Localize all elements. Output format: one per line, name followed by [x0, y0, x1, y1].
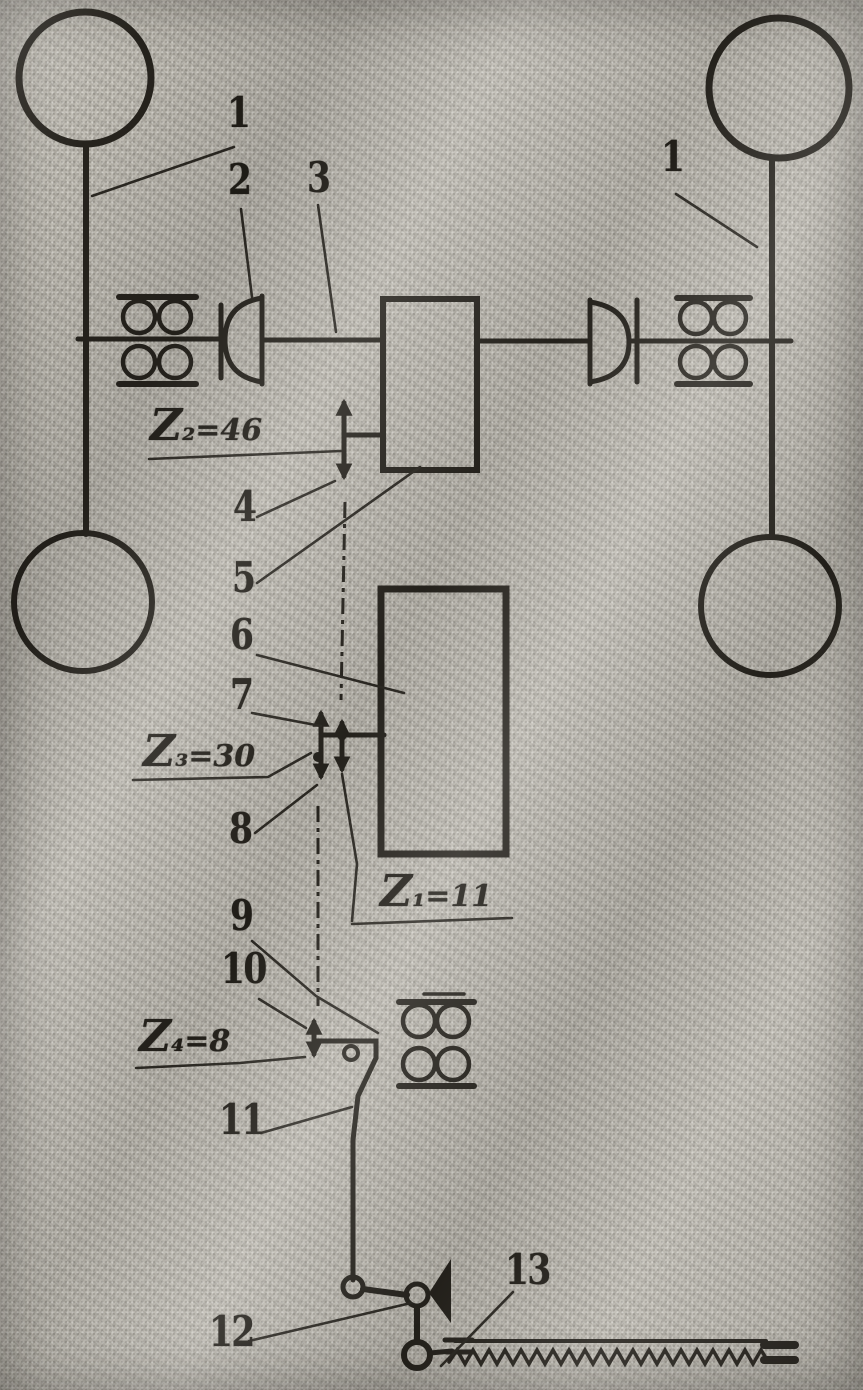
gear-z3-z1-arrows	[312, 709, 387, 781]
main-shaft	[75, 336, 794, 344]
gear-z2-arrow	[335, 398, 384, 481]
motor-housing	[377, 585, 510, 858]
gear-label-z3: Z₃=30	[143, 726, 256, 777]
bearing-block-bottom	[396, 992, 477, 1089]
wheel-front-right	[705, 14, 853, 162]
gear-label-leaders	[131, 449, 514, 1070]
cone-coupling-left	[218, 293, 265, 387]
gear-z4-arrow	[305, 1017, 379, 1062]
callout-10: 10	[221, 944, 267, 993]
bearing-block-left	[116, 294, 199, 387]
centerline-upper	[339, 501, 347, 701]
callout-leader-lines	[90, 145, 759, 1368]
callout-4: 4	[233, 482, 257, 531]
gear-label-z1: Z₁=11	[380, 866, 493, 917]
gear-label-z4: Z₄=8	[139, 1011, 231, 1062]
callout-5: 5	[232, 553, 256, 602]
crank-lever-assembly	[340, 1259, 455, 1371]
callout-9: 9	[230, 891, 254, 940]
callout-8: 8	[229, 804, 253, 853]
callout-6: 6	[230, 610, 254, 659]
gear-label-z2: Z₂=46	[150, 400, 263, 451]
callout-3: 3	[307, 153, 331, 202]
callout-13: 13	[505, 1245, 551, 1294]
callout-2: 2	[228, 155, 252, 204]
cone-coupling-right	[587, 297, 640, 387]
rubber-band	[442, 1337, 799, 1368]
gearbox-housing	[380, 296, 480, 473]
vertical-drive-shaft	[350, 1055, 379, 1283]
wheel-rear-right	[698, 534, 842, 678]
callout-12: 12	[209, 1307, 255, 1356]
callout-11: 11	[219, 1095, 265, 1144]
bearing-block-right	[674, 295, 753, 387]
callout-7: 7	[230, 670, 254, 719]
callout-1-right: 1	[661, 132, 685, 181]
wheel-front-left	[15, 8, 155, 148]
callout-1-left: 1	[227, 88, 251, 137]
wheel-rear-left	[11, 530, 155, 674]
